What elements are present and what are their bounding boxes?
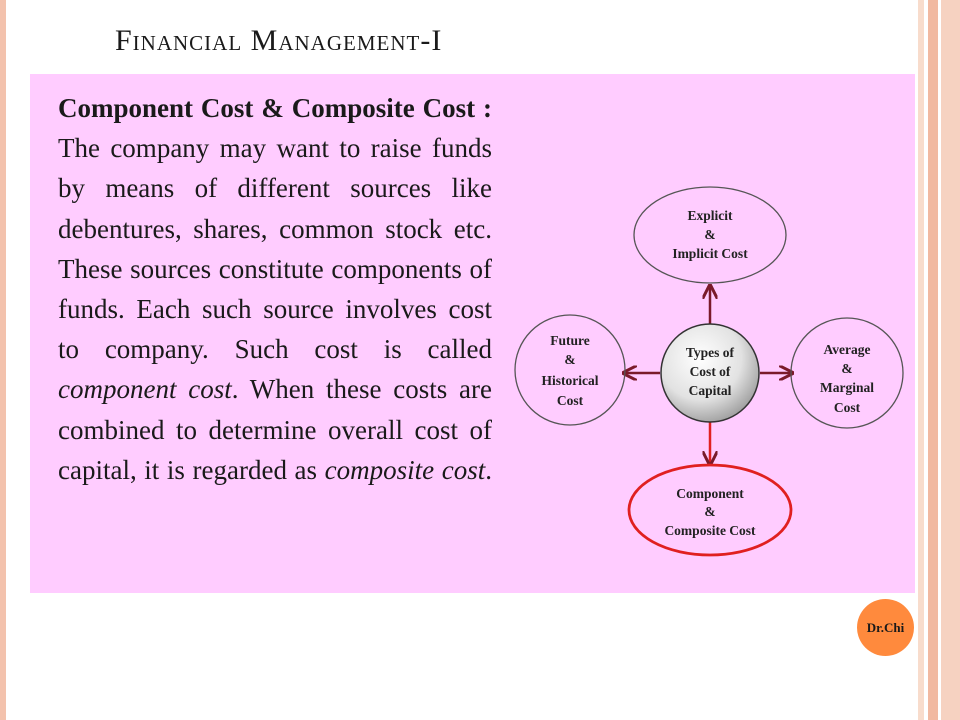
- author-badge: Dr.Chi: [857, 599, 914, 656]
- diagram-node-explicit-implicit: Explicit & Implicit Cost: [633, 186, 787, 284]
- right-border-decoration: [918, 0, 960, 720]
- node-center-line-1: Types of: [686, 345, 735, 360]
- paragraph-text-3: .: [485, 454, 492, 485]
- diagram-node-component-composite: Component & Composite Cost: [627, 463, 793, 557]
- body-paragraph: Component Cost & Composite Cost : The co…: [58, 88, 492, 490]
- node-right-line-3: Marginal: [820, 380, 874, 395]
- node-center-line-3: Capital: [689, 383, 732, 398]
- node-top-line-2: &: [704, 227, 715, 242]
- node-right-line-4: Cost: [834, 400, 861, 415]
- content-panel: [30, 74, 915, 593]
- node-bottom-line-2: &: [704, 504, 715, 519]
- diagram-node-average-marginal: Average & Marginal Cost: [790, 317, 904, 429]
- left-border-decoration: [0, 0, 6, 720]
- node-bottom-line-1: Component: [676, 486, 744, 501]
- paragraph-text-2: . When these costs are combined to deter…: [58, 374, 492, 485]
- node-center-line-2: Cost of: [690, 364, 731, 379]
- diagram-node-center: Types of Cost of Capital: [660, 323, 760, 423]
- node-left-line-1: Future: [550, 333, 590, 348]
- diagram-node-future-historical: Future & Historical Cost: [514, 314, 626, 426]
- node-right-line-1: Average: [824, 342, 871, 357]
- paragraph-heading: Component Cost & Composite Cost :: [58, 93, 492, 123]
- paragraph-italic-2: composite cost: [324, 454, 486, 485]
- node-bottom-line-3: Composite Cost: [664, 523, 756, 538]
- node-top-line-1: Explicit: [687, 208, 733, 223]
- paragraph-text-1: The company may want to raise funds by m…: [58, 133, 492, 365]
- node-right-line-2: &: [841, 361, 852, 376]
- paragraph-italic-1: component cost: [58, 374, 232, 405]
- slide-title: Financial Management-I: [115, 24, 443, 57]
- node-top-line-3: Implicit Cost: [672, 246, 748, 261]
- node-left-line-2: &: [564, 352, 575, 367]
- diagram-arrows: [625, 287, 791, 463]
- cost-of-capital-diagram: Explicit & Implicit Cost Future & Histor…: [510, 185, 910, 560]
- node-left-line-3: Historical: [542, 373, 599, 388]
- node-left-line-4: Cost: [557, 393, 584, 408]
